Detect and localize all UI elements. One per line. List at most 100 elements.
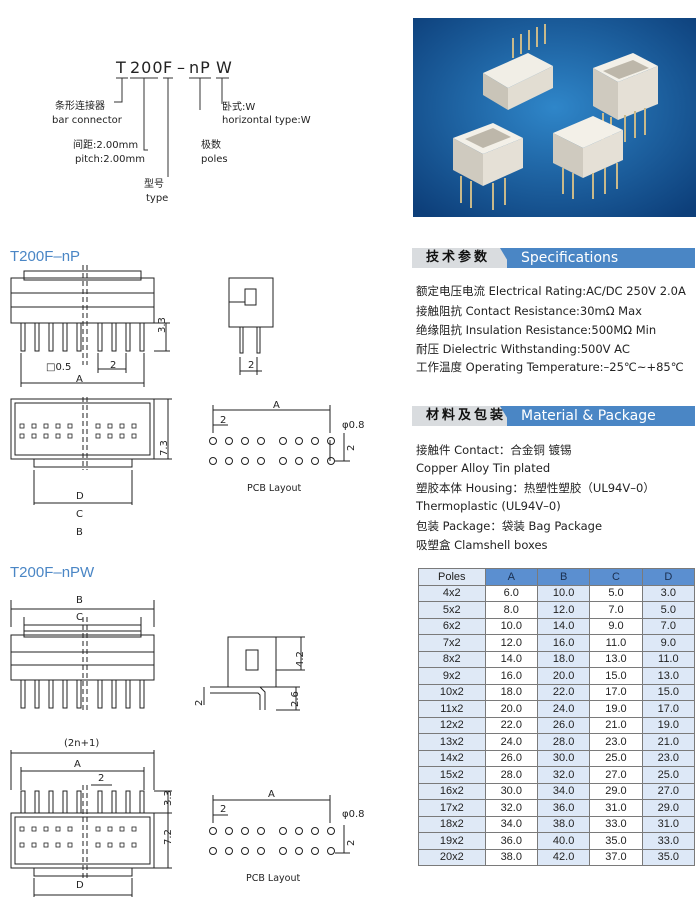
dim-2-side-np: 2 [248, 360, 255, 371]
dim-2-6-npw: 2.6 [290, 691, 301, 707]
table-cell-value: 18.0 [536, 650, 591, 668]
table-cell-value: 31.0 [641, 815, 696, 833]
dim-2-pitch-np: 2 [110, 360, 117, 371]
table-cell-value: 22.0 [484, 716, 538, 734]
spec-dielectric-withstanding: 耐压 Dielectric Withstanding:500V AC [416, 342, 630, 356]
table-cell-value: 32.0 [536, 766, 591, 784]
table-cell-value: 18.0 [484, 683, 538, 701]
legend-bar-en: bar connector [52, 115, 122, 126]
table-cell-value: 14.0 [536, 617, 591, 635]
table-cell-value: 25.0 [589, 749, 643, 767]
table-cell-value: 7.0 [641, 617, 696, 635]
dim-2-side-npw: 2 [194, 699, 205, 706]
table-cell-poles: 17x2 [418, 799, 486, 817]
drawing-t200f-npw [10, 600, 350, 897]
table-cell-value: 6.0 [484, 584, 538, 602]
material-housing-en: Thermoplastic (UL94V–0) [416, 499, 561, 513]
dim-3-3-npw: 3.3 [163, 790, 174, 806]
table-cell-value: 9.0 [641, 634, 696, 652]
table-cell-value: 11.0 [641, 650, 696, 668]
legend-poles-cn: 极数 [201, 140, 221, 151]
material-contact-en: Copper Alloy Tin plated [416, 461, 551, 475]
material-housing: 塑胶本体 Housing：热塑性塑胶（UL94V–0） [416, 481, 655, 495]
table-cell-value: 13.0 [641, 667, 696, 685]
table-cell-value: 40.0 [536, 832, 591, 850]
table-cell-poles: 4x2 [418, 584, 486, 602]
table-cell-poles: 7x2 [418, 634, 486, 652]
legend-type-en: type [146, 193, 169, 204]
table-header-d: D [641, 568, 696, 586]
dim-a-npw: A [74, 759, 81, 770]
legend-poles-en: poles [201, 154, 228, 165]
pcb-2v-np: 2 [346, 444, 357, 451]
table-cell-poles: 15x2 [418, 766, 486, 784]
table-cell-poles: 8x2 [418, 650, 486, 668]
table-cell-value: 34.0 [484, 815, 538, 833]
table-cell-value: 38.0 [484, 848, 538, 866]
material-clamshell: 吸塑盒 Clamshell boxes [416, 538, 548, 552]
table-cell-value: 24.0 [536, 700, 591, 718]
table-cell-value: 19.0 [641, 716, 696, 734]
table-cell-value: 26.0 [536, 716, 591, 734]
dim-c-npw: C [76, 612, 83, 623]
table-cell-value: 35.0 [641, 848, 696, 866]
table-cell-value: 32.0 [484, 799, 538, 817]
legend-type-cn: 型号 [144, 179, 164, 190]
legend-pitch-cn: 间距:2.00mm [73, 140, 139, 151]
table-cell-poles: 18x2 [418, 815, 486, 833]
table-cell-value: 10.0 [536, 584, 591, 602]
table-cell-value: 23.0 [589, 733, 643, 751]
table-header-poles: Poles [418, 568, 486, 586]
table-cell-poles: 20x2 [418, 848, 486, 866]
table-cell-value: 21.0 [589, 716, 643, 734]
table-cell-poles: 12x2 [418, 716, 486, 734]
dim-7-3-np: 7.3 [159, 440, 170, 456]
table-cell-value: 31.0 [589, 799, 643, 817]
table-cell-value: 12.0 [536, 601, 591, 619]
table-cell-value: 10.0 [484, 617, 538, 635]
table-cell-value: 5.0 [589, 584, 643, 602]
material-contact: 接触件 Contact：合金铜 镀锡 [416, 443, 572, 457]
table-cell-value: 28.0 [484, 766, 538, 784]
table-cell-value: 24.0 [484, 733, 538, 751]
table-cell-value: 25.0 [641, 766, 696, 784]
part-code-leader-lines [114, 77, 229, 177]
table-cell-poles: 6x2 [418, 617, 486, 635]
table-cell-value: 34.0 [536, 782, 591, 800]
dim-d-np: D [76, 491, 84, 502]
table-cell-value: 36.0 [484, 832, 538, 850]
table-cell-poles: 5x2 [418, 601, 486, 619]
table-cell-value: 3.0 [641, 584, 696, 602]
part-code-w: W [216, 58, 233, 77]
table-cell-value: 20.0 [484, 700, 538, 718]
part-code-np: nP [189, 58, 211, 77]
table-header-a: A [484, 568, 538, 586]
section-title-t200f-npw: T200F–nPW [10, 564, 95, 581]
table-cell-value: 27.0 [589, 766, 643, 784]
table-cell-value: 8.0 [484, 601, 538, 619]
pcb-a-npw: A [268, 789, 275, 800]
table-cell-value: 15.0 [589, 667, 643, 685]
table-cell-value: 27.0 [641, 782, 696, 800]
table-cell-value: 19.0 [589, 700, 643, 718]
pcb-2-np: 2 [220, 415, 227, 426]
table-cell-value: 14.0 [484, 650, 538, 668]
table-cell-value: 13.0 [589, 650, 643, 668]
table-cell-value: 17.0 [641, 700, 696, 718]
part-code-t: T [116, 58, 127, 77]
table-cell-value: 33.0 [641, 832, 696, 850]
table-cell-value: 33.0 [589, 815, 643, 833]
